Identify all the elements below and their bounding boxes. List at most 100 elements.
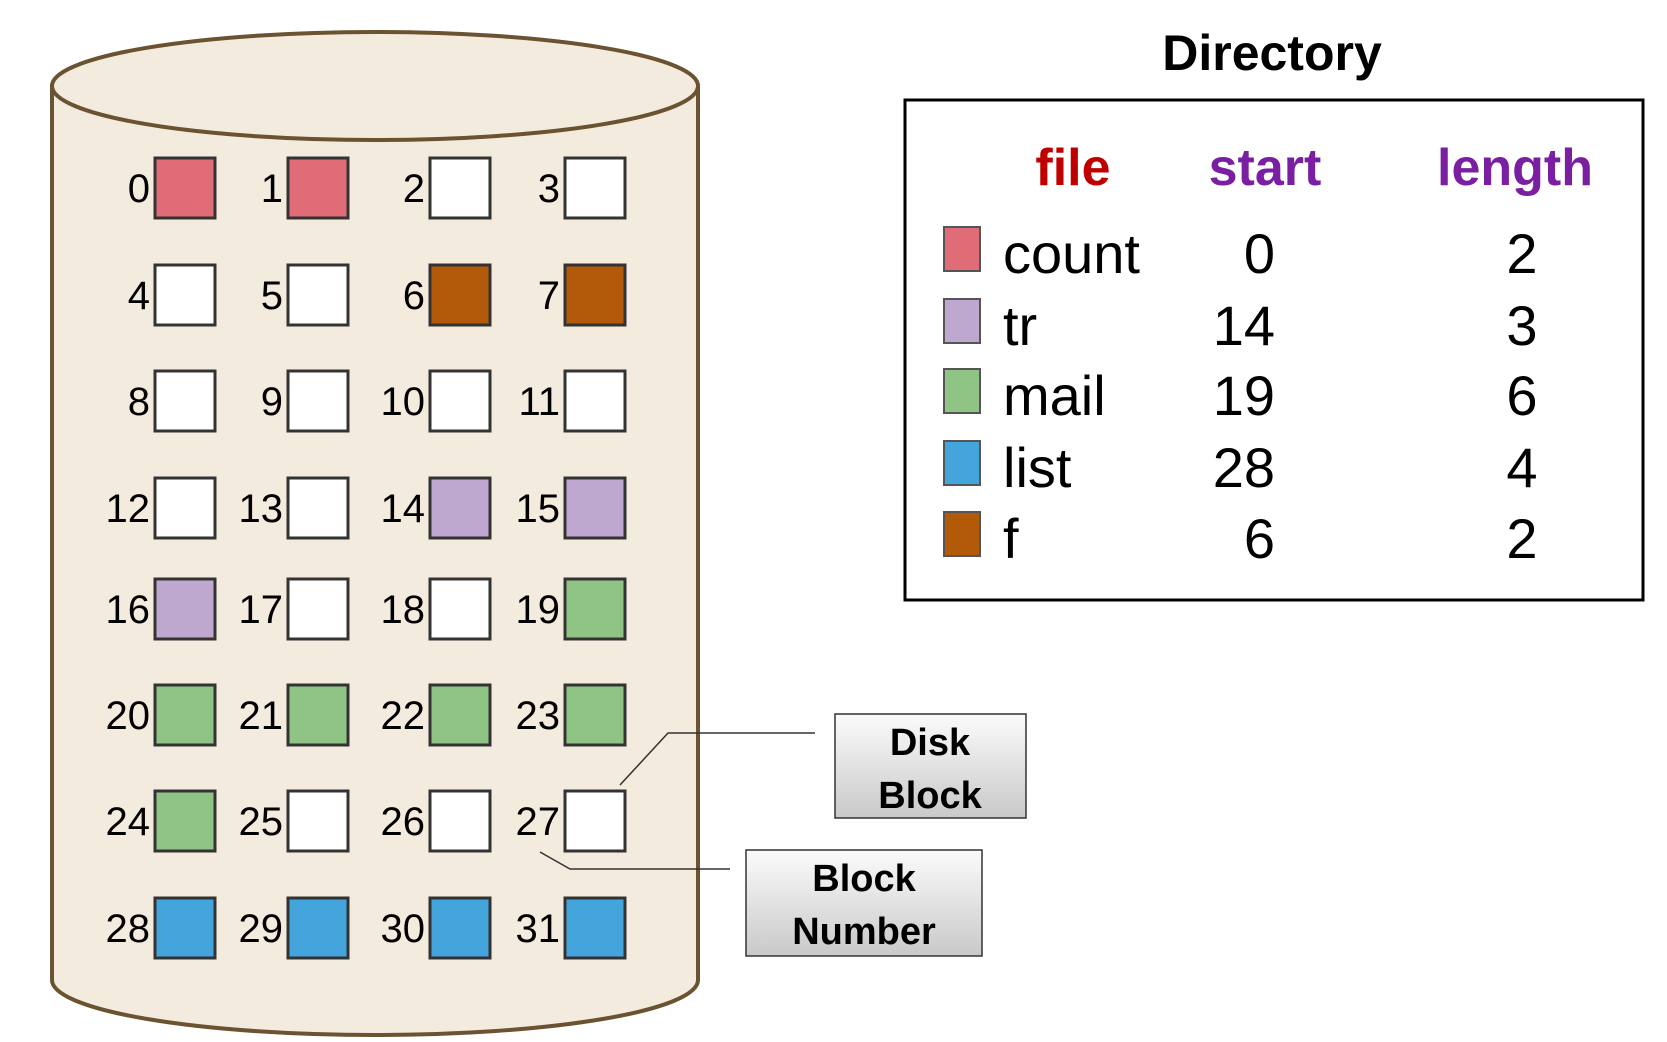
directory-file-name: list bbox=[1003, 436, 1072, 499]
disk-block bbox=[563, 369, 627, 433]
block-number-label: 23 bbox=[516, 694, 561, 738]
block-number-label: 28 bbox=[106, 907, 151, 951]
directory-file-name: f bbox=[1003, 507, 1019, 570]
disk-block bbox=[153, 789, 217, 853]
callout-disk-block: Disk Block bbox=[619, 713, 1027, 819]
directory-length-value: 6 bbox=[1506, 364, 1537, 427]
block-number-label: 11 bbox=[518, 380, 560, 424]
block-number-label: 15 bbox=[516, 487, 561, 531]
disk-block bbox=[153, 476, 217, 540]
disk-block-label-box bbox=[834, 713, 1027, 819]
block-number-label: 7 bbox=[538, 274, 560, 318]
disk-block bbox=[428, 156, 492, 220]
block-number-label: 4 bbox=[128, 274, 150, 318]
disk-block bbox=[153, 156, 217, 220]
block-number-label: 5 bbox=[261, 274, 283, 318]
disk-block bbox=[286, 577, 350, 641]
directory-start-value: 19 bbox=[1213, 364, 1275, 427]
directory-start-value: 6 bbox=[1244, 507, 1275, 570]
directory-file-name: tr bbox=[1003, 294, 1037, 357]
directory-table-border bbox=[903, 98, 1645, 602]
block-number-label: 22 bbox=[381, 694, 426, 738]
disk-block bbox=[286, 263, 350, 327]
disk-block bbox=[428, 476, 492, 540]
directory-header-start: start bbox=[1209, 139, 1322, 197]
callout-block-number: Block Number bbox=[539, 849, 983, 957]
block-number-label-box bbox=[745, 849, 983, 957]
disk-block bbox=[428, 577, 492, 641]
directory-start-value: 28 bbox=[1213, 436, 1275, 499]
directory-start-value: 14 bbox=[1213, 294, 1275, 357]
directory-rows: count 0 2 tr 14 3 mail 19 6 list 28 4 f 6 2 bbox=[943, 222, 1538, 570]
block-number-label: 31 bbox=[516, 907, 561, 951]
disk-block bbox=[563, 156, 627, 220]
directory-title: Directory bbox=[1162, 25, 1382, 81]
block-number-label: 6 bbox=[403, 274, 425, 318]
block-number-label: 14 bbox=[381, 487, 426, 531]
disk-block bbox=[563, 683, 627, 747]
block-number-label: 17 bbox=[239, 588, 284, 632]
disk-block bbox=[153, 369, 217, 433]
block-number-label-line1: Block bbox=[812, 858, 916, 900]
disk-block bbox=[153, 896, 217, 960]
disk-block-label-line1: Disk bbox=[890, 722, 971, 764]
block-number-label: 25 bbox=[239, 800, 284, 844]
block-number-label: 0 bbox=[128, 167, 150, 211]
disk-block bbox=[153, 577, 217, 641]
disk-block bbox=[153, 263, 217, 327]
block-number-label: 13 bbox=[239, 487, 284, 531]
directory-length-value: 3 bbox=[1506, 294, 1537, 357]
block-number-label: 30 bbox=[381, 907, 426, 951]
block-number-label: 1 bbox=[261, 167, 283, 211]
directory-start-value: 0 bbox=[1244, 222, 1275, 285]
disk-block bbox=[428, 683, 492, 747]
file-color-swatch bbox=[943, 226, 981, 272]
disk-block bbox=[563, 577, 627, 641]
disk-block bbox=[428, 896, 492, 960]
disk-block bbox=[286, 683, 350, 747]
disk-block bbox=[153, 683, 217, 747]
disk-block bbox=[286, 789, 350, 853]
block-number-label: 19 bbox=[516, 588, 561, 632]
directory-length-value: 2 bbox=[1506, 507, 1537, 570]
file-color-swatch bbox=[943, 440, 981, 486]
block-number-label: 24 bbox=[106, 800, 151, 844]
directory-length-value: 4 bbox=[1506, 436, 1537, 499]
block-number-label: 27 bbox=[516, 800, 561, 844]
block-number-label: 26 bbox=[381, 800, 426, 844]
directory-header-file: file bbox=[1035, 139, 1110, 197]
directory-header-length: length bbox=[1437, 139, 1593, 197]
file-color-swatch bbox=[943, 511, 981, 557]
block-number-leader-line bbox=[539, 851, 730, 870]
directory: Directory file start length count 0 2 tr 14 3… bbox=[903, 25, 1645, 602]
block-number-label: 12 bbox=[106, 487, 151, 531]
block-number-label: 16 bbox=[106, 588, 151, 632]
disk-block bbox=[286, 896, 350, 960]
directory-file-name: count bbox=[1003, 222, 1140, 285]
cylinder-body bbox=[50, 84, 700, 1037]
disk-block bbox=[563, 896, 627, 960]
block-number-label: 2 bbox=[403, 167, 425, 211]
disk-block bbox=[286, 476, 350, 540]
disk-block bbox=[563, 263, 627, 327]
disk-block bbox=[428, 789, 492, 853]
disk-block bbox=[286, 369, 350, 433]
disk-block bbox=[286, 156, 350, 220]
directory-length-value: 2 bbox=[1506, 222, 1537, 285]
disk-block bbox=[563, 789, 627, 853]
block-number-label: 3 bbox=[538, 167, 560, 211]
file-color-swatch bbox=[943, 298, 981, 344]
disk-block-label-line2: Block bbox=[878, 775, 982, 817]
block-number-label-line2: Number bbox=[792, 911, 936, 953]
disk-block-leader-line bbox=[619, 732, 815, 786]
disk-block bbox=[563, 476, 627, 540]
directory-file-name: mail bbox=[1003, 364, 1106, 427]
block-number-label: 21 bbox=[239, 694, 284, 738]
block-number-label: 29 bbox=[239, 907, 284, 951]
block-number-label: 9 bbox=[261, 380, 283, 424]
block-number-label: 18 bbox=[381, 588, 426, 632]
block-number-label: 10 bbox=[381, 380, 426, 424]
disk-block bbox=[428, 263, 492, 327]
file-color-swatch bbox=[943, 368, 981, 414]
